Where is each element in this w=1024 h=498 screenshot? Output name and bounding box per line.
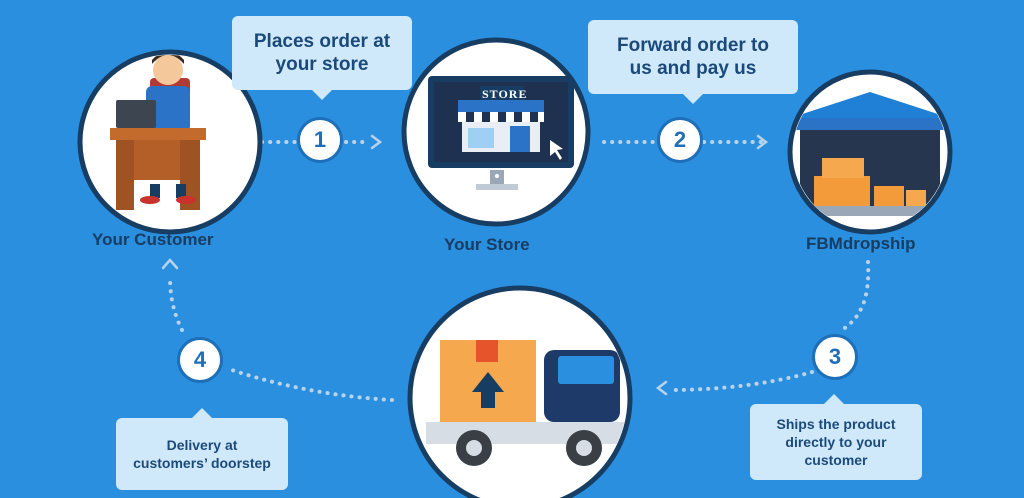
chevrons [161,134,769,396]
truck-illustration [407,285,633,498]
customer-label: Your Customer [92,230,214,249]
step-1-text-line: your store [275,54,369,75]
warehouse-label: FBMdropship [806,234,916,253]
store-illustration [401,37,591,227]
step-3-text-line: directly to your [785,434,887,450]
step-4-text-line: Delivery at [166,437,238,453]
step-2-text-line: us and pay us [629,58,757,79]
step-3-text-line: customer [804,452,868,468]
step-4-badge: 4 [177,337,223,383]
step-2-badge: 2 [657,117,703,163]
chevron-right-icon [370,134,383,150]
store-label: Your Store [444,235,530,254]
warehouse-illustration [787,69,953,235]
step-1-text-line: Places order at [253,31,391,52]
chevron-left-icon [655,380,668,396]
step-4-text-line: customers’ doorstep [133,455,271,471]
chevron-up-icon [161,258,179,270]
step-4-bubble: Delivery at customers’ doorstep [116,408,288,490]
step-2-text-line: Forward order to [616,35,769,56]
dotted-connectors [168,140,871,402]
step-3-badge: 3 [812,334,858,380]
customer-illustration [77,49,263,235]
step-3-text-line: Ships the product [776,416,896,432]
store-sign: STORE [482,87,528,101]
step-1-badge: 1 [297,117,343,163]
chevron-right-icon [756,134,769,150]
step-3-bubble: Ships the product directly to your custome… [750,394,922,480]
